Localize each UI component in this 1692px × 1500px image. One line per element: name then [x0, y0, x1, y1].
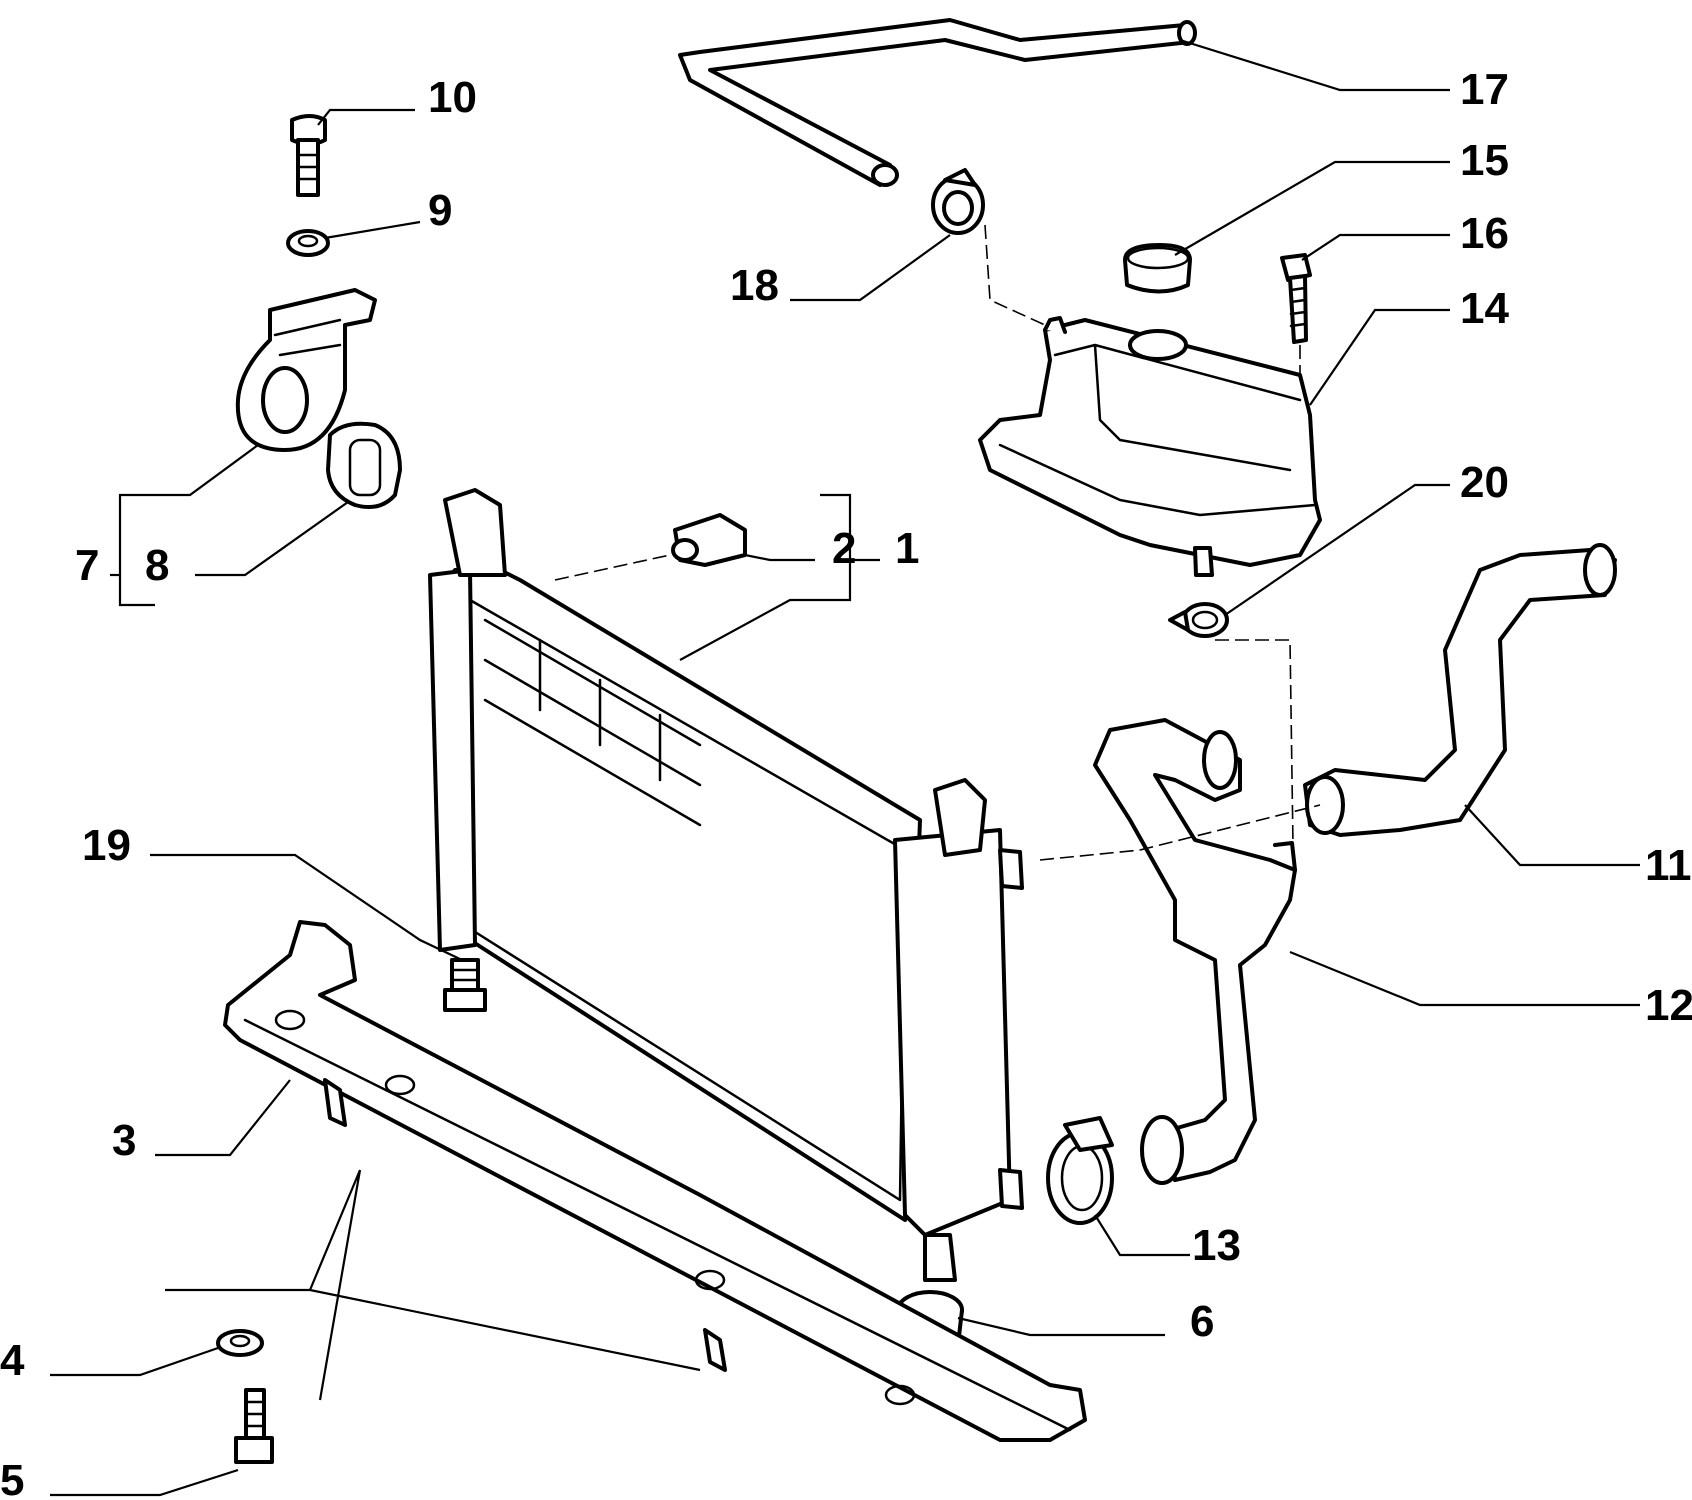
- bracket-7-part: [235, 288, 377, 452]
- callout-16: 16: [1460, 209, 1509, 258]
- callout-7: 7: [75, 541, 99, 590]
- callout-1: 1: [895, 524, 919, 573]
- callout-12: 12: [1645, 981, 1692, 1030]
- callout-5: 5: [0, 1456, 24, 1500]
- temperature-sensor-part: [671, 513, 747, 567]
- screw-19-part: [443, 958, 487, 1012]
- callout-4: 4: [0, 1336, 25, 1385]
- callout-20: 20: [1460, 458, 1509, 507]
- bolt-10-part: [290, 114, 327, 197]
- upper-hose-11-part: [1303, 543, 1617, 837]
- callout-14: 14: [1460, 284, 1509, 333]
- callout-17: 17: [1460, 65, 1509, 114]
- screw-16-part: [1280, 253, 1312, 344]
- crossmember-3-part: [223, 920, 1087, 1442]
- reservoir-cap-part: [1123, 243, 1192, 294]
- alignment-lines: [554, 224, 1321, 861]
- hose-clamp-13-part: [1046, 1116, 1114, 1225]
- callout-labels: 17 15 16 14 20 18 10 9 7 8 2 1 11 12 13 …: [0, 65, 1692, 1500]
- hose-clip-20-part: [1168, 602, 1229, 638]
- callout-11: 11: [1645, 841, 1692, 890]
- callout-19: 19: [82, 821, 131, 870]
- expansion-reservoir-part: [978, 316, 1322, 577]
- radiator-core-part: [428, 488, 1024, 1282]
- hose-clip-18-part: [931, 168, 985, 235]
- callout-18: 18: [730, 261, 779, 310]
- callout-13: 13: [1192, 1221, 1241, 1270]
- leader-lines: [50, 38, 1640, 1497]
- callout-9: 9: [428, 186, 452, 235]
- bolt-5-part: [234, 1388, 274, 1464]
- washer-9-part: [286, 229, 330, 257]
- lower-hose-12-part: [1093, 718, 1297, 1185]
- callout-15: 15: [1460, 136, 1509, 185]
- callout-2: 2: [832, 524, 856, 573]
- callout-10: 10: [428, 73, 477, 122]
- washer-4-part: [216, 1329, 264, 1357]
- callout-8: 8: [145, 541, 169, 590]
- callout-6: 6: [1190, 1297, 1214, 1346]
- callout-3: 3: [112, 1116, 136, 1165]
- rubber-mount-8-part: [326, 421, 402, 509]
- bleed-hose-part: [678, 18, 1197, 187]
